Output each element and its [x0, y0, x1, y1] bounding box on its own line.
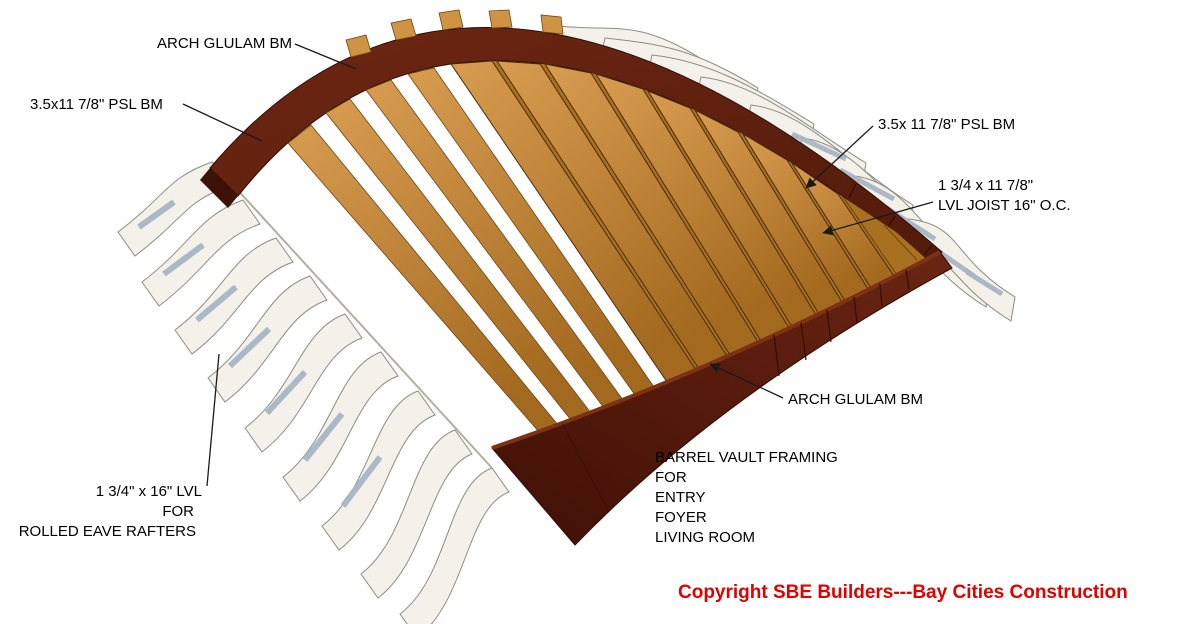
glulam-segment-joint: [923, 245, 933, 256]
glulam-segment-joint: [879, 283, 883, 307]
joist-end-cuts: [345, 9, 564, 58]
front-arch-top-edge: [491, 250, 941, 450]
back-arch-end-cut: [200, 168, 238, 208]
joist-end-cut: [438, 9, 464, 31]
rolled-eave-rafter: [117, 161, 230, 257]
rafter-accent-stripe: [965, 269, 1004, 297]
rolled-eave-rafter: [174, 237, 294, 355]
leader-line: [822, 201, 934, 236]
rolled-eave-rafter: [141, 199, 261, 307]
rolled-eave-rafter: [399, 467, 510, 624]
joist-seam: [883, 224, 918, 261]
glulam-segment-joint: [848, 183, 857, 199]
rafter-accent-stripe: [340, 455, 383, 508]
callout-eave-lvl-line3: ROLLED EAVE RAFTERS: [19, 523, 196, 540]
joist-seam: [842, 196, 898, 276]
glulam-segment-joint: [887, 215, 896, 228]
rolled-eave-rafter: [244, 313, 363, 453]
rafter-accent-stripe: [302, 412, 345, 462]
rafter-accent-stripe: [137, 199, 176, 230]
leader-line: [182, 103, 263, 142]
callouts: ARCH GLULAM BM 3.5x11 7/8" PSL BM 3.5x 1…: [19, 35, 1071, 540]
rolled-eave-rafter: [360, 429, 473, 599]
callout-eave-lvl-line1: 1 3/4" x 16" LVL: [96, 483, 202, 500]
leader-line: [294, 43, 357, 70]
glulam-segment-joint: [561, 422, 609, 511]
glulam-segment-joint: [905, 269, 910, 290]
title-block: BARREL VAULT FRAMING FOR ENTRY FOYER LIV…: [655, 449, 838, 546]
front-arch-glulam-beam: [491, 250, 953, 546]
title-line-2: FOR: [655, 469, 687, 486]
glulam-segment-joint: [826, 309, 832, 343]
joist-end-cut: [488, 9, 513, 29]
glulam-segment-joint: [853, 296, 858, 324]
rafter-accent-stripe: [227, 326, 272, 369]
callout-arch-glulam-top: ARCH GLULAM BM: [157, 35, 292, 52]
rolled-eave-rafter: [282, 351, 399, 502]
leader-line: [805, 125, 874, 189]
joist-end-cut: [390, 18, 417, 41]
copyright-text: Copyright SBE Builders---Bay Cities Cons…: [678, 582, 1128, 603]
joist-end-cut: [540, 14, 564, 35]
leader-line: [206, 353, 220, 487]
callout-eave-lvl-line2: FOR: [162, 503, 194, 520]
left-eave-rafters: [117, 161, 510, 624]
joist-end-cut: [345, 34, 372, 58]
rafter-accent-stripe: [162, 242, 205, 277]
rolled-eave-rafter: [207, 275, 328, 403]
glulam-segment-joint: [800, 322, 807, 361]
title-line-3: ENTRY: [655, 489, 706, 506]
rolled-eave-rafter: [321, 390, 436, 551]
callout-arch-glulam-front: ARCH GLULAM BM: [788, 391, 923, 408]
title-line-1: BARREL VAULT FRAMING: [655, 449, 838, 466]
title-line-5: LIVING ROOM: [655, 529, 755, 546]
rafter-accent-stripe: [838, 167, 896, 202]
callout-psl-left: 3.5x11 7/8" PSL BM: [30, 96, 163, 113]
title-line-4: FOYER: [655, 509, 707, 526]
lvl-joists: [287, 60, 940, 433]
rafter-accent-stripe: [195, 284, 238, 323]
callout-lvl-joist-line2: LVL JOIST 16" O.C.: [938, 197, 1071, 214]
rafter-accent-stripe: [790, 131, 848, 162]
callout-psl-right: 3.5x 11 7/8" PSL BM: [878, 116, 1015, 133]
glulam-segment-joint: [773, 334, 780, 377]
leader-line: [709, 363, 784, 399]
left-eave-beam-edge: [211, 161, 493, 469]
rafter-accent-stripe: [264, 369, 308, 416]
callout-lvl-joist-line1: 1 3/4 x 11 7/8": [938, 177, 1033, 194]
